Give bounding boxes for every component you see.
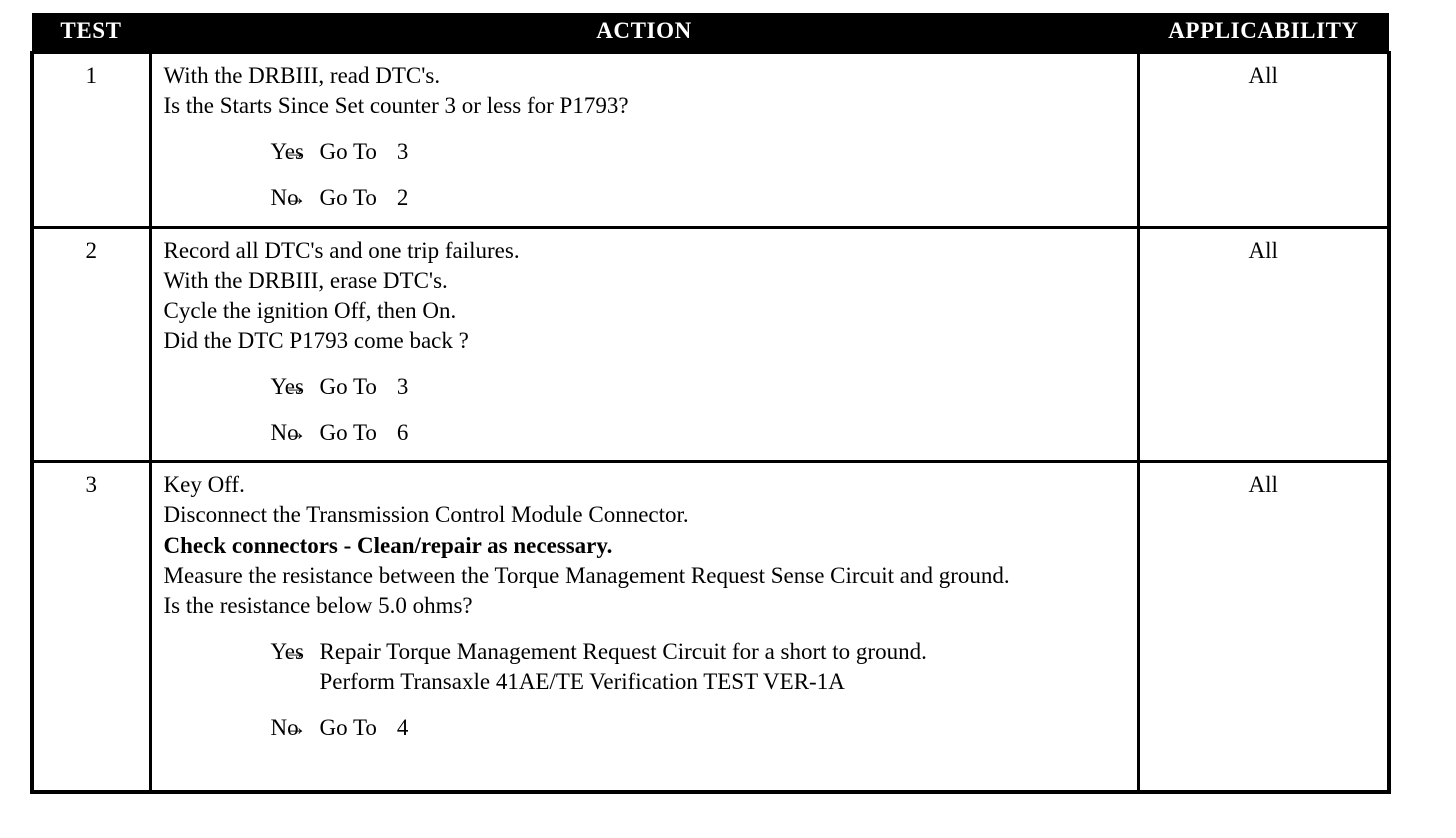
arrow-right-icon: → bbox=[284, 374, 307, 399]
column-header-action: ACTION bbox=[150, 13, 1138, 53]
action-statement: Cycle the ignition Off, then On. bbox=[163, 297, 457, 323]
arrow-right-icon: → bbox=[284, 185, 307, 211]
branch-answer-label: Yes bbox=[270, 139, 304, 165]
branch-row: Yes→ Go To 3 bbox=[164, 372, 1127, 402]
branch-goto-target: 2 bbox=[396, 185, 409, 211]
branch-action-label: Go To bbox=[319, 139, 377, 165]
action-cell: With the DRBIII, read DTC's. Is the Start… bbox=[148, 51, 1140, 229]
branch-action-label: Go To bbox=[319, 420, 377, 446]
branch-answer-label: No bbox=[270, 185, 299, 211]
branch-row: No→ Go To 2 bbox=[164, 183, 1127, 213]
branch-action-label: Repair Torque Management Request Circuit… bbox=[319, 638, 927, 664]
action-statement: Record all DTC's and one trip failures. bbox=[163, 237, 520, 263]
branch-result: Go To 3 bbox=[320, 137, 1127, 167]
action-statement: Measure the resistance between the Torqu… bbox=[163, 562, 1010, 588]
table-row: 3 Key Off. Disconnect the Transmission Con… bbox=[30, 460, 1391, 794]
branch-action-text: Go To 3 bbox=[320, 372, 1127, 402]
branch-action-text: Repair Torque Management Request Circuit… bbox=[320, 637, 1127, 667]
table-row: 1 With the DRBIII, read DTC's. Is the Star… bbox=[30, 51, 1391, 229]
action-statement: Is the Starts Since Set counter 3 or les… bbox=[163, 93, 629, 119]
action-statement: With the DRBIII, erase DTC's. bbox=[163, 267, 448, 293]
branch-action-text: Go To 2 bbox=[320, 183, 1127, 213]
arrow-right-icon: → bbox=[284, 715, 307, 741]
branch-action-label: Go To bbox=[319, 185, 377, 211]
test-number-cell: 1 bbox=[30, 51, 152, 229]
branch-answer-label: No bbox=[270, 420, 299, 446]
branch-answer-label: No bbox=[270, 715, 299, 741]
branch-list: Yes→Repair Torque Management Request Cir… bbox=[164, 637, 1127, 743]
branch-row: No→ Go To 6 bbox=[164, 418, 1127, 448]
branch-row: Yes→ Go To 3 bbox=[164, 137, 1127, 167]
header-row: TEST ACTION APPLICABILITY bbox=[32, 13, 1389, 53]
branch-result: Go To 2 bbox=[320, 183, 1127, 213]
branch-action-text: Go To 3 bbox=[320, 137, 1127, 167]
column-header-applicability: APPLICABILITY bbox=[1138, 13, 1389, 53]
branch-goto-target: 4 bbox=[396, 715, 409, 741]
branch-row: No→ Go To 4 bbox=[164, 713, 1127, 743]
arrow-right-icon: → bbox=[284, 139, 307, 165]
action-cell: Key Off. Disconnect the Transmission Cont… bbox=[148, 460, 1140, 794]
action-cell: Record all DTC's and one trip failures. W… bbox=[148, 225, 1140, 464]
branch-action-text: Go To 4 bbox=[320, 713, 1127, 743]
branch-action-label: Go To bbox=[319, 374, 377, 399]
branch-goto-target: 3 bbox=[396, 374, 409, 399]
branch-answer-label: Yes bbox=[270, 638, 304, 664]
branch-result: Go To 4 bbox=[320, 713, 1127, 743]
action-statement: Key Off. bbox=[163, 472, 245, 498]
branch-goto-target: 3 bbox=[396, 139, 409, 165]
action-statement-emphasis: Check connectors - Clean/repair as neces… bbox=[163, 532, 613, 558]
branch-result: Go To 6 bbox=[320, 418, 1127, 448]
test-number-cell: 3 bbox=[30, 460, 152, 794]
arrow-right-icon: → bbox=[284, 420, 307, 446]
action-statement: With the DRBIII, read DTC's. bbox=[163, 63, 441, 88]
applicability-cell: All bbox=[1136, 460, 1391, 794]
column-header-test: TEST bbox=[32, 13, 150, 53]
table-header: TEST ACTION APPLICABILITY bbox=[32, 13, 1389, 53]
branch-action-text-continued: Perform Transaxle 41AE/TE Verification T… bbox=[319, 669, 845, 694]
test-number-cell: 2 bbox=[30, 225, 152, 464]
arrow-right-icon: → bbox=[284, 638, 307, 664]
action-statement: Disconnect the Transmission Control Modu… bbox=[163, 502, 689, 528]
branch-result: Go To 3 bbox=[320, 372, 1127, 402]
applicability-cell: All bbox=[1136, 225, 1391, 464]
branch-result: Repair Torque Management Request Circuit… bbox=[320, 637, 1127, 697]
applicability-cell: All bbox=[1136, 51, 1391, 229]
branch-row: Yes→ Repair Torque Management Request Cir… bbox=[164, 637, 1127, 697]
action-statement: Is the resistance below 5.0 ohms? bbox=[163, 592, 473, 618]
branch-goto-target: 6 bbox=[396, 420, 409, 446]
table-body: 1 With the DRBIII, read DTC's. Is the Star… bbox=[30, 51, 1391, 794]
action-statement: Did the DTC P1793 come back ? bbox=[163, 327, 469, 353]
branch-answer-label: Yes bbox=[270, 374, 304, 399]
branch-action-text: Go To 6 bbox=[320, 418, 1127, 448]
branch-action-label: Go To bbox=[319, 715, 377, 741]
